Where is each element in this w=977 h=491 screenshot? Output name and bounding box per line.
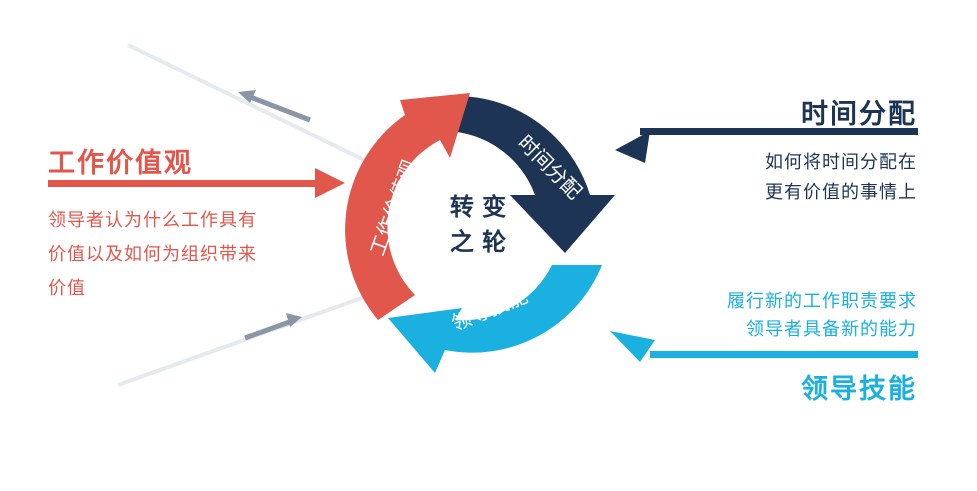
skills-desc-line2: 领导者具备新的能力 <box>746 319 917 340</box>
values-title: 工作价值观 <box>48 148 193 179</box>
convergence-lines <box>117 43 396 387</box>
time-title: 时间分配 <box>801 99 917 130</box>
values-desc-line1: 领导者认为什么工作具有 <box>48 210 257 231</box>
center-line1: 转 变 <box>450 193 506 221</box>
time-desc-line2: 更有价值的事情上 <box>765 182 917 203</box>
time-desc-line1: 如何将时间分配在 <box>765 152 917 173</box>
values-desc-line3: 价值 <box>48 278 86 299</box>
wheel-segment-time <box>440 96 615 253</box>
wheel-segment-skills <box>388 265 602 373</box>
values-pointer <box>48 168 345 198</box>
center-line2: 之 轮 <box>450 228 506 256</box>
wheel <box>345 93 615 373</box>
wheel-segment-values <box>345 93 470 320</box>
skills-desc-line1: 履行新的工作职责要求 <box>727 291 917 312</box>
skills-title: 领导技能 <box>801 374 917 405</box>
skills-pointer <box>610 331 918 362</box>
time-pointer <box>615 128 918 163</box>
lower-line-arrow <box>244 313 302 341</box>
upper-line-arrow <box>238 90 311 123</box>
values-desc-line2: 价值以及如何为组织带来 <box>48 244 257 265</box>
